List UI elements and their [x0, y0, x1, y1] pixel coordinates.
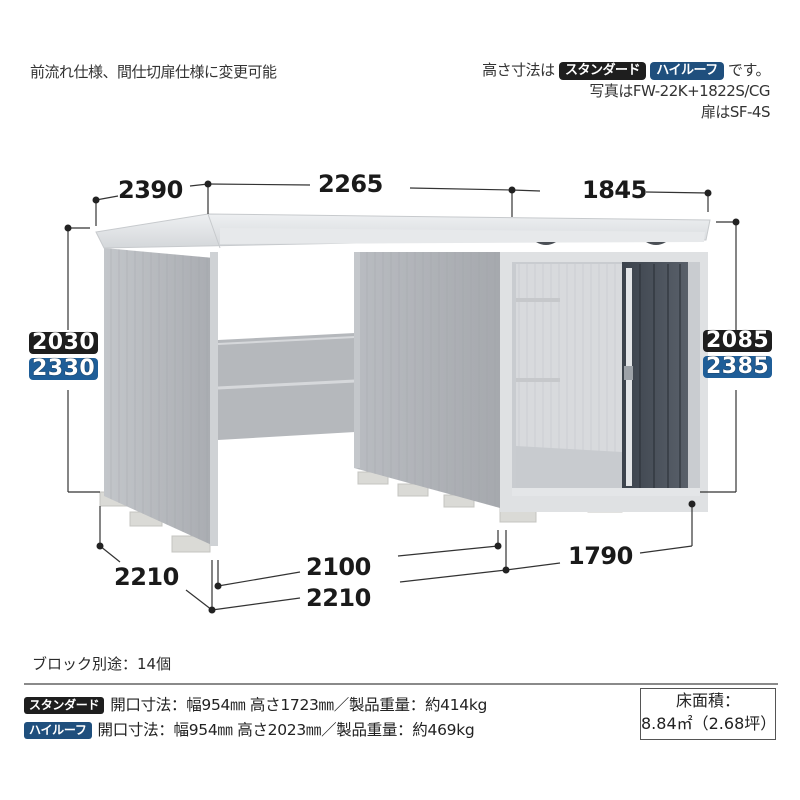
- standard-badge: スタンダード: [558, 62, 646, 80]
- dimension-lines: [67, 183, 737, 611]
- dim-bottom-depth: 2210: [114, 563, 179, 591]
- dim-top-width-right: 1845: [582, 176, 647, 204]
- standard-badge: スタンダード: [24, 697, 105, 714]
- dim-bottom-width-left: 2100: [306, 553, 371, 581]
- high-roof-badge: ハイルーフ: [650, 62, 724, 80]
- divider: [24, 683, 778, 685]
- door-model-note: 扉はSF-4S: [700, 103, 771, 121]
- height-left-standard: 2030: [29, 332, 99, 354]
- spec-row-standard: スタンダード開口寸法：幅954㎜ 高さ1723㎜／製品重量：約414kg: [24, 693, 487, 715]
- photo-model-note: 写真はFW-22K+1822S/CG: [589, 82, 770, 100]
- spec-row-high-roof: ハイルーフ開口寸法：幅954㎜ 高さ2023㎜／製品重量：約469kg: [24, 718, 475, 740]
- floor-area-box: 床面積： 8.84㎡（2.68坪）: [640, 688, 776, 740]
- high-roof-badge: ハイルーフ: [24, 722, 92, 739]
- dim-top-width-left: 2265: [318, 170, 383, 198]
- height-legend: 高さ寸法は スタンダード ハイルーフ です。 写真はFW-22K+1822S/C…: [482, 60, 770, 123]
- height-note-suffix: です。: [727, 61, 771, 79]
- dim-bottom-width-total: 2210: [306, 584, 371, 612]
- height-note-prefix: 高さ寸法は: [482, 61, 555, 79]
- spec-text: 開口寸法：幅954㎜ 高さ2023㎜／製品重量：約469kg: [97, 721, 475, 739]
- height-left-high-roof: 2330: [29, 358, 99, 380]
- dim-top-depth: 2390: [118, 176, 183, 204]
- dim-bottom-width-right: 1790: [568, 542, 633, 570]
- height-right-standard: 2085: [703, 330, 773, 352]
- floor-area-value: 8.84㎡（2.68坪）: [641, 714, 777, 733]
- height-right-high-roof: 2385: [703, 356, 773, 378]
- block-note: ブロック別途：14個: [32, 655, 172, 673]
- spec-text: 開口寸法：幅954㎜ 高さ1723㎜／製品重量：約414kg: [110, 696, 488, 714]
- floor-area-label: 床面積：: [675, 691, 740, 710]
- height-note-line: 高さ寸法は スタンダード ハイルーフ です。: [482, 60, 771, 81]
- variant-note: 前流れ仕様、間仕切扉仕様に変更可能: [30, 63, 277, 81]
